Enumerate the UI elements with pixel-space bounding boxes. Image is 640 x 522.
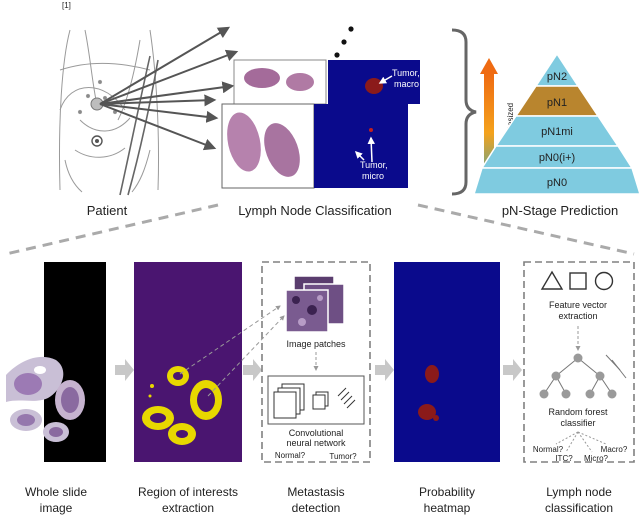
step-caption-metastasis-2: detection: [292, 501, 341, 515]
image-patches-label: Image patches: [286, 339, 346, 349]
caption-lymph-node: Lymph Node Classification: [238, 203, 391, 218]
stage-bracket: [451, 28, 477, 196]
slide-pair-micro: [221, 103, 408, 189]
class-micro: Micro?: [584, 454, 609, 463]
pipeline-arrow-3: [375, 359, 394, 381]
triangle-icon: [540, 270, 564, 290]
step-captions: Whole slide image Region of interests ex…: [25, 485, 613, 515]
class-normal: Normal?: [533, 445, 564, 454]
tumor-macro-label-1: Tumor,: [392, 68, 420, 78]
cnn-label-2: neural network: [286, 438, 346, 448]
pipeline-arrow-4: [503, 359, 522, 381]
random-forest-tree: [539, 353, 627, 399]
caption-patient: Patient: [87, 203, 128, 218]
metastasized-bar: [484, 74, 494, 192]
pyramid-level-pn0: pN0: [547, 177, 567, 189]
step-caption-wsi-2: image: [40, 501, 73, 515]
micro-tumor-spot: [369, 128, 373, 132]
pipeline-arrow-1: [115, 359, 134, 381]
feature-vector-label-1: Feature vector: [549, 300, 607, 310]
pipeline-arrow-2: [243, 359, 262, 381]
class-macro: Macro?: [601, 445, 628, 454]
tumor-macro-label-2: macro: [394, 79, 419, 89]
step-caption-classification-2: classification: [545, 501, 613, 515]
cnn-output-tumor: Tumor?: [329, 452, 357, 461]
feature-shape-icons: [540, 270, 614, 291]
class-itc: ITC?: [555, 454, 573, 463]
whole-slide-image: [6, 262, 106, 462]
step-caption-metastasis-1: Metastasis: [287, 485, 344, 499]
ellipsis-dots: [334, 26, 354, 58]
pn-pyramid: [472, 52, 640, 195]
step-caption-heatmap-2: heatmap: [424, 501, 471, 515]
metastasized-arrowhead: [480, 58, 498, 74]
roi-to-patch-connectors: [179, 305, 285, 397]
step-caption-wsi-1: Whole slide: [25, 485, 87, 499]
step-caption-roi-1: Region of interests: [138, 485, 238, 499]
zoom-lines: [5, 203, 635, 256]
pyramid-level-pn0i: pN0(i+): [539, 152, 575, 164]
class-branch-lines: [555, 431, 607, 453]
slide-pair-macro: [233, 59, 420, 105]
patient-to-slide-arrows: [99, 26, 239, 151]
image-patch-stack: [285, 275, 345, 333]
random-forest-label-2: classifier: [560, 418, 595, 428]
macro-tumor-region: [365, 78, 383, 94]
cnn-output-normal: Normal?: [275, 451, 306, 460]
tumor-micro-label-2: micro: [362, 171, 384, 181]
pyramid-labels: pN2 pN1 pN1mi pN0(i+) pN0: [539, 71, 575, 189]
circle-icon: [594, 271, 614, 291]
step-caption-roi-2: extraction: [162, 501, 214, 515]
lymph-node-classification-box: [523, 261, 635, 463]
cnn-label-1: Convolutional: [289, 428, 344, 438]
micro-heatmap: [314, 104, 408, 188]
step-caption-heatmap-1: Probability: [419, 485, 475, 499]
pyramid-level-pn2: pN2: [547, 71, 567, 83]
reference-mark: [1]: [62, 1, 71, 10]
pipeline-arrows: [115, 359, 522, 381]
cnn-diagram: [267, 375, 365, 425]
patient-arm-lines: [119, 55, 159, 196]
pyramid-level-pn1mi: pN1mi: [541, 126, 573, 138]
tumor-micro-label-1: Tumor,: [360, 160, 388, 170]
square-icon: [569, 272, 587, 290]
step-caption-classification-1: Lymph node: [546, 485, 612, 499]
feature-vector-label-2: extraction: [558, 311, 597, 321]
probability-heatmap: [394, 262, 500, 462]
caption-pn-stage: pN-Stage Prediction: [502, 203, 618, 218]
random-forest-label-1: Random forest: [548, 407, 608, 417]
pyramid-level-pn1: pN1: [547, 97, 567, 109]
patient-illustration: [58, 29, 160, 193]
roi-extraction-image: [134, 262, 242, 462]
